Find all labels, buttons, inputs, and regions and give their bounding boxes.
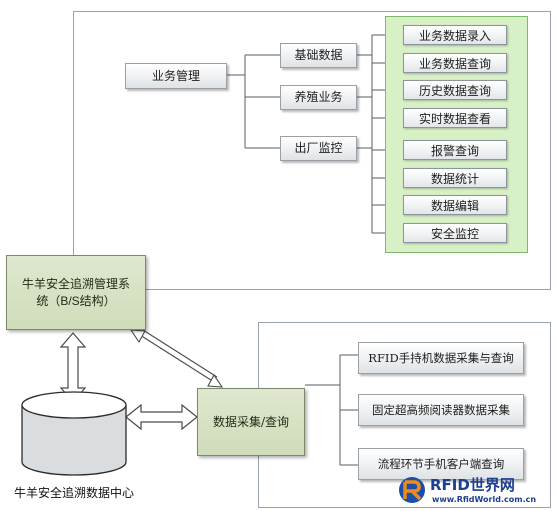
rfid-handheld-item: RFID手持机数据采集与查询 [358,342,524,374]
branch-factory-monitoring: 出厂监控 [280,136,357,161]
leaf-realtime-view: 实时数据查看 [403,108,507,128]
business-management-node: 业务管理 [125,63,227,89]
db-collection-arrow [125,403,198,431]
data-collection-box: 数据采集/查询 [197,388,305,456]
branch-breeding-business: 养殖业务 [280,85,357,110]
database-cylinder [21,391,127,476]
leaf-alarm-query: 报警查询 [403,140,507,160]
function-list-panel [385,16,528,253]
leaf-data-query: 业务数据查询 [403,53,507,73]
branch-basic-data: 基础数据 [280,43,357,68]
watermark-brand: RFID世界网 [430,476,515,494]
leaf-data-entry: 业务数据录入 [403,25,507,45]
leaf-statistics: 数据统计 [403,168,507,188]
watermark-url: www.RfidWorld.com.cn [432,495,537,504]
leaf-data-edit: 数据编辑 [403,195,507,215]
rfidworld-watermark: RFID世界网 www.RfidWorld.com.cn [396,470,556,510]
uhf-reader-item: 固定超高频阅读器数据采集 [358,394,524,426]
leaf-history-query: 历史数据查询 [403,80,507,100]
database-caption: 牛羊安全追溯数据中心 [14,486,135,500]
rfid-logo-icon [399,477,425,503]
leaf-security-monitoring: 安全监控 [403,223,507,243]
mobile-client-item: 流程环节手机客户端查询 [358,448,524,480]
management-system-box: 牛羊安全追溯管理系统（B/S结构） [6,255,146,330]
